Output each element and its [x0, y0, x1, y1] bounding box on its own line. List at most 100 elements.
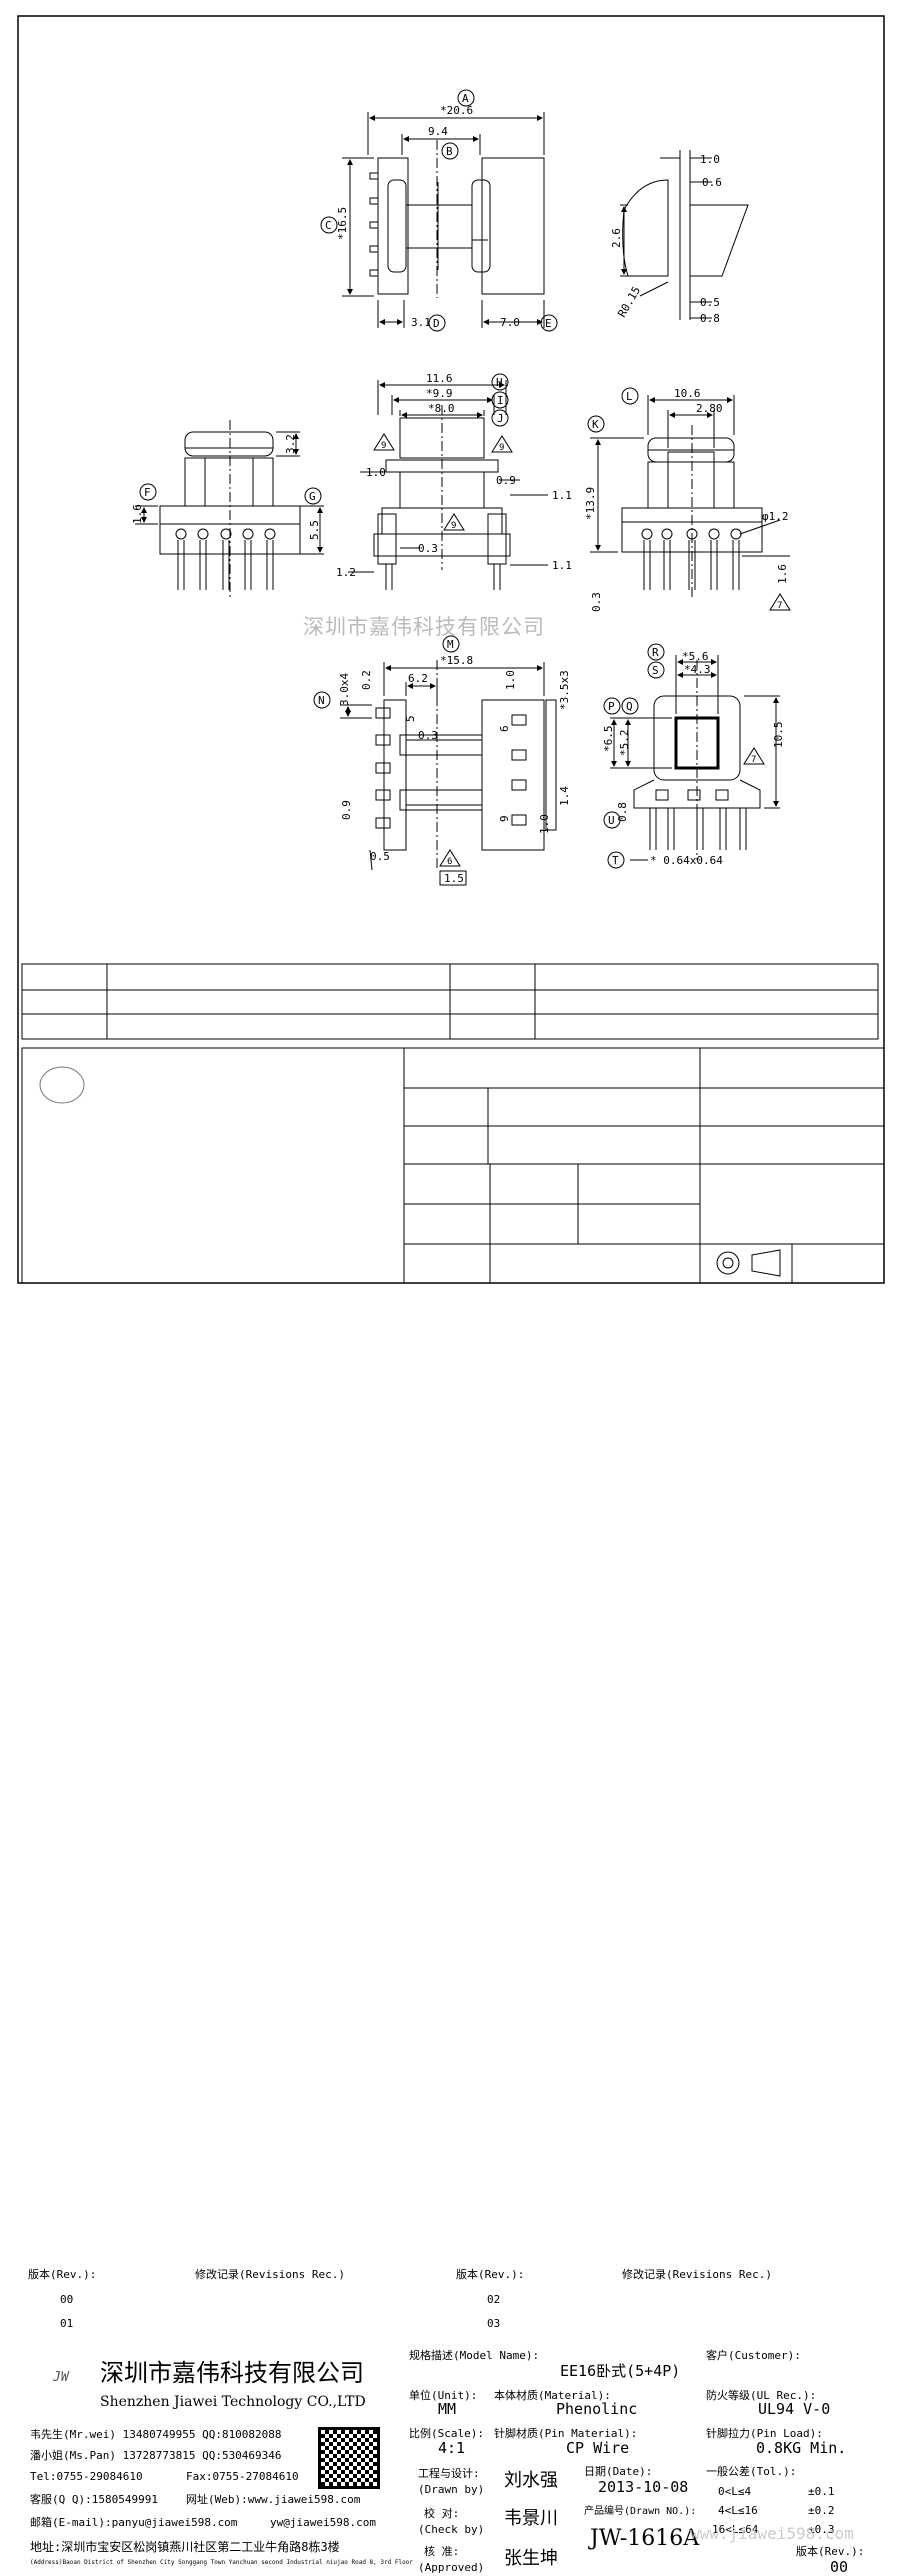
date-label: 日期(Date): — [584, 2465, 653, 2478]
svg-text:0.3: 0.3 — [418, 542, 438, 555]
svg-text:U: U — [608, 814, 615, 827]
tol-label: 一般公差(Tol.): — [706, 2465, 797, 2478]
svg-text:D: D — [433, 317, 440, 330]
view-end — [590, 395, 790, 600]
svg-text:R: R — [652, 646, 659, 659]
fax: Fax:0755-27084610 — [186, 2470, 299, 2483]
triangle-marker-7a — [769, 593, 791, 611]
svg-text:A: A — [462, 92, 469, 105]
svg-text:*9.9: *9.9 — [426, 387, 453, 400]
svg-text:11.6: 11.6 — [426, 372, 453, 385]
technical-drawing: A B C D E F G H I J K L M N P Q R S T U … — [17, 15, 885, 1284]
model-label: 规格描述(Model Name): — [409, 2349, 540, 2362]
view-pin-detail — [620, 150, 749, 320]
svg-text:Q: Q — [626, 700, 633, 713]
svg-text:0.5: 0.5 — [370, 850, 390, 863]
svg-text:0.3: 0.3 — [590, 592, 603, 612]
svg-text:1.1: 1.1 — [552, 559, 572, 572]
check-value: 韦景川 — [504, 2508, 558, 2529]
email-2: yw@jiawei598.com — [270, 2516, 376, 2529]
rev-02: 02 — [487, 2293, 501, 2306]
rec-header-2: 修改记录(Revisions Rec.) — [622, 2268, 772, 2281]
svg-text:I: I — [497, 394, 504, 407]
unit-label: 单位(Unit): — [409, 2389, 478, 2402]
svg-text:L: L — [626, 390, 633, 403]
svg-text:3.0x4: 3.0x4 — [338, 673, 351, 706]
rev-01: 01 — [60, 2317, 74, 2330]
view-top — [342, 112, 545, 328]
title-block-grid — [21, 1047, 885, 1284]
svg-text:5.5: 5.5 — [308, 520, 321, 540]
email-1: 邮箱(E-mail):panyu@jiawei598.com — [30, 2516, 238, 2529]
approve-value: 张生坤 — [504, 2548, 558, 2569]
view-bottom — [340, 660, 557, 886]
svg-text:*20.6: *20.6 — [440, 104, 473, 117]
svg-text:10.6: 10.6 — [674, 387, 701, 400]
svg-text:1.0: 1.0 — [700, 153, 720, 166]
drawn-label-en: (Drawn by) — [418, 2483, 485, 2496]
rev-03: 03 — [487, 2317, 501, 2330]
svg-text:*4.3: *4.3 — [684, 663, 711, 676]
scale-label: 比例(Scale): — [409, 2427, 484, 2440]
material-label: 本体材质(Material): — [494, 2389, 611, 2402]
dimension-callouts — [139, 89, 665, 869]
dwg-label: 产品编号(Drawn NO.): — [584, 2506, 697, 2517]
company-logo: JW — [53, 2370, 69, 2385]
svg-text:*8.0: *8.0 — [428, 402, 455, 415]
view-side-section — [348, 380, 548, 590]
svg-text:7.0: 7.0 — [500, 316, 520, 329]
svg-text:9: 9 — [451, 521, 456, 531]
triangle-marker-9c — [443, 513, 465, 531]
svg-text:N: N — [318, 694, 325, 707]
pin-value: CP Wire — [566, 2439, 630, 2457]
svg-text:1.0: 1.0 — [366, 466, 386, 479]
scale-value: 4:1 — [438, 2439, 466, 2457]
svg-text:S: S — [652, 664, 659, 677]
svg-text:9: 9 — [381, 441, 386, 451]
dwg-value: JW-1616A — [590, 2526, 700, 2551]
watermark-text: 深圳市嘉伟科技有限公司 — [303, 615, 545, 639]
tol-range-1: 0<L≤4 — [718, 2485, 752, 2498]
load-label: 针脚拉力(Pin Load): — [706, 2427, 823, 2440]
website: 网址(Web):www.jiawei598.com — [186, 2493, 361, 2506]
svg-text:1.6: 1.6 — [776, 564, 789, 584]
svg-text:1.0: 1.0 — [538, 814, 551, 834]
view-front — [135, 420, 324, 600]
pin-label: 针脚材质(Pin Material): — [494, 2427, 638, 2440]
svg-text:7: 7 — [777, 601, 782, 611]
svg-text:*15.8: *15.8 — [440, 654, 473, 667]
svg-text:3.2: 3.2 — [284, 434, 297, 454]
svg-text:10.5: 10.5 — [772, 722, 785, 749]
svg-text:1.4: 1.4 — [558, 786, 571, 806]
approve-label-en: (Approved) — [418, 2561, 485, 2574]
rev-header-1: 版本(Rev.): — [28, 2268, 97, 2281]
svg-text:1.6: 1.6 — [131, 504, 144, 524]
rev-label: 版本(Rev.): — [796, 2545, 865, 2558]
svg-text:0.8: 0.8 — [700, 312, 720, 325]
svg-text:0.5: 0.5 — [700, 296, 720, 309]
svg-text:φ1.2: φ1.2 — [762, 510, 789, 523]
rev-header-2: 版本(Rev.): — [456, 2268, 525, 2281]
rev-value: 00 — [830, 2558, 849, 2576]
svg-text:F: F — [144, 486, 151, 499]
svg-text:T: T — [612, 854, 619, 867]
svg-text:6.2: 6.2 — [408, 672, 428, 685]
svg-text:5: 5 — [404, 715, 417, 722]
svg-text:0.2: 0.2 — [360, 670, 373, 690]
revision-table-grid — [21, 963, 879, 1040]
svg-text:G: G — [309, 490, 316, 503]
svg-text:2.80: 2.80 — [696, 402, 723, 415]
svg-text:0.9: 0.9 — [496, 474, 516, 487]
svg-text:2.6: 2.6 — [610, 228, 623, 248]
approve-label: 核 准: — [424, 2545, 460, 2558]
svg-text:E: E — [545, 317, 552, 330]
dimension-labels: A B C D E F G H I J K L M N P Q R S T U … — [131, 92, 789, 885]
svg-text:M: M — [447, 638, 454, 651]
model-value: EE16卧式(5+4P) — [560, 2362, 681, 2380]
svg-text:B: B — [446, 145, 453, 158]
svg-text:0.6: 0.6 — [702, 176, 722, 189]
load-value: 0.8KG Min. — [756, 2439, 847, 2457]
material-value: Phenolinc — [556, 2400, 638, 2418]
svg-text:P: P — [608, 700, 615, 713]
ul-value: UL94 V-0 — [758, 2400, 831, 2418]
